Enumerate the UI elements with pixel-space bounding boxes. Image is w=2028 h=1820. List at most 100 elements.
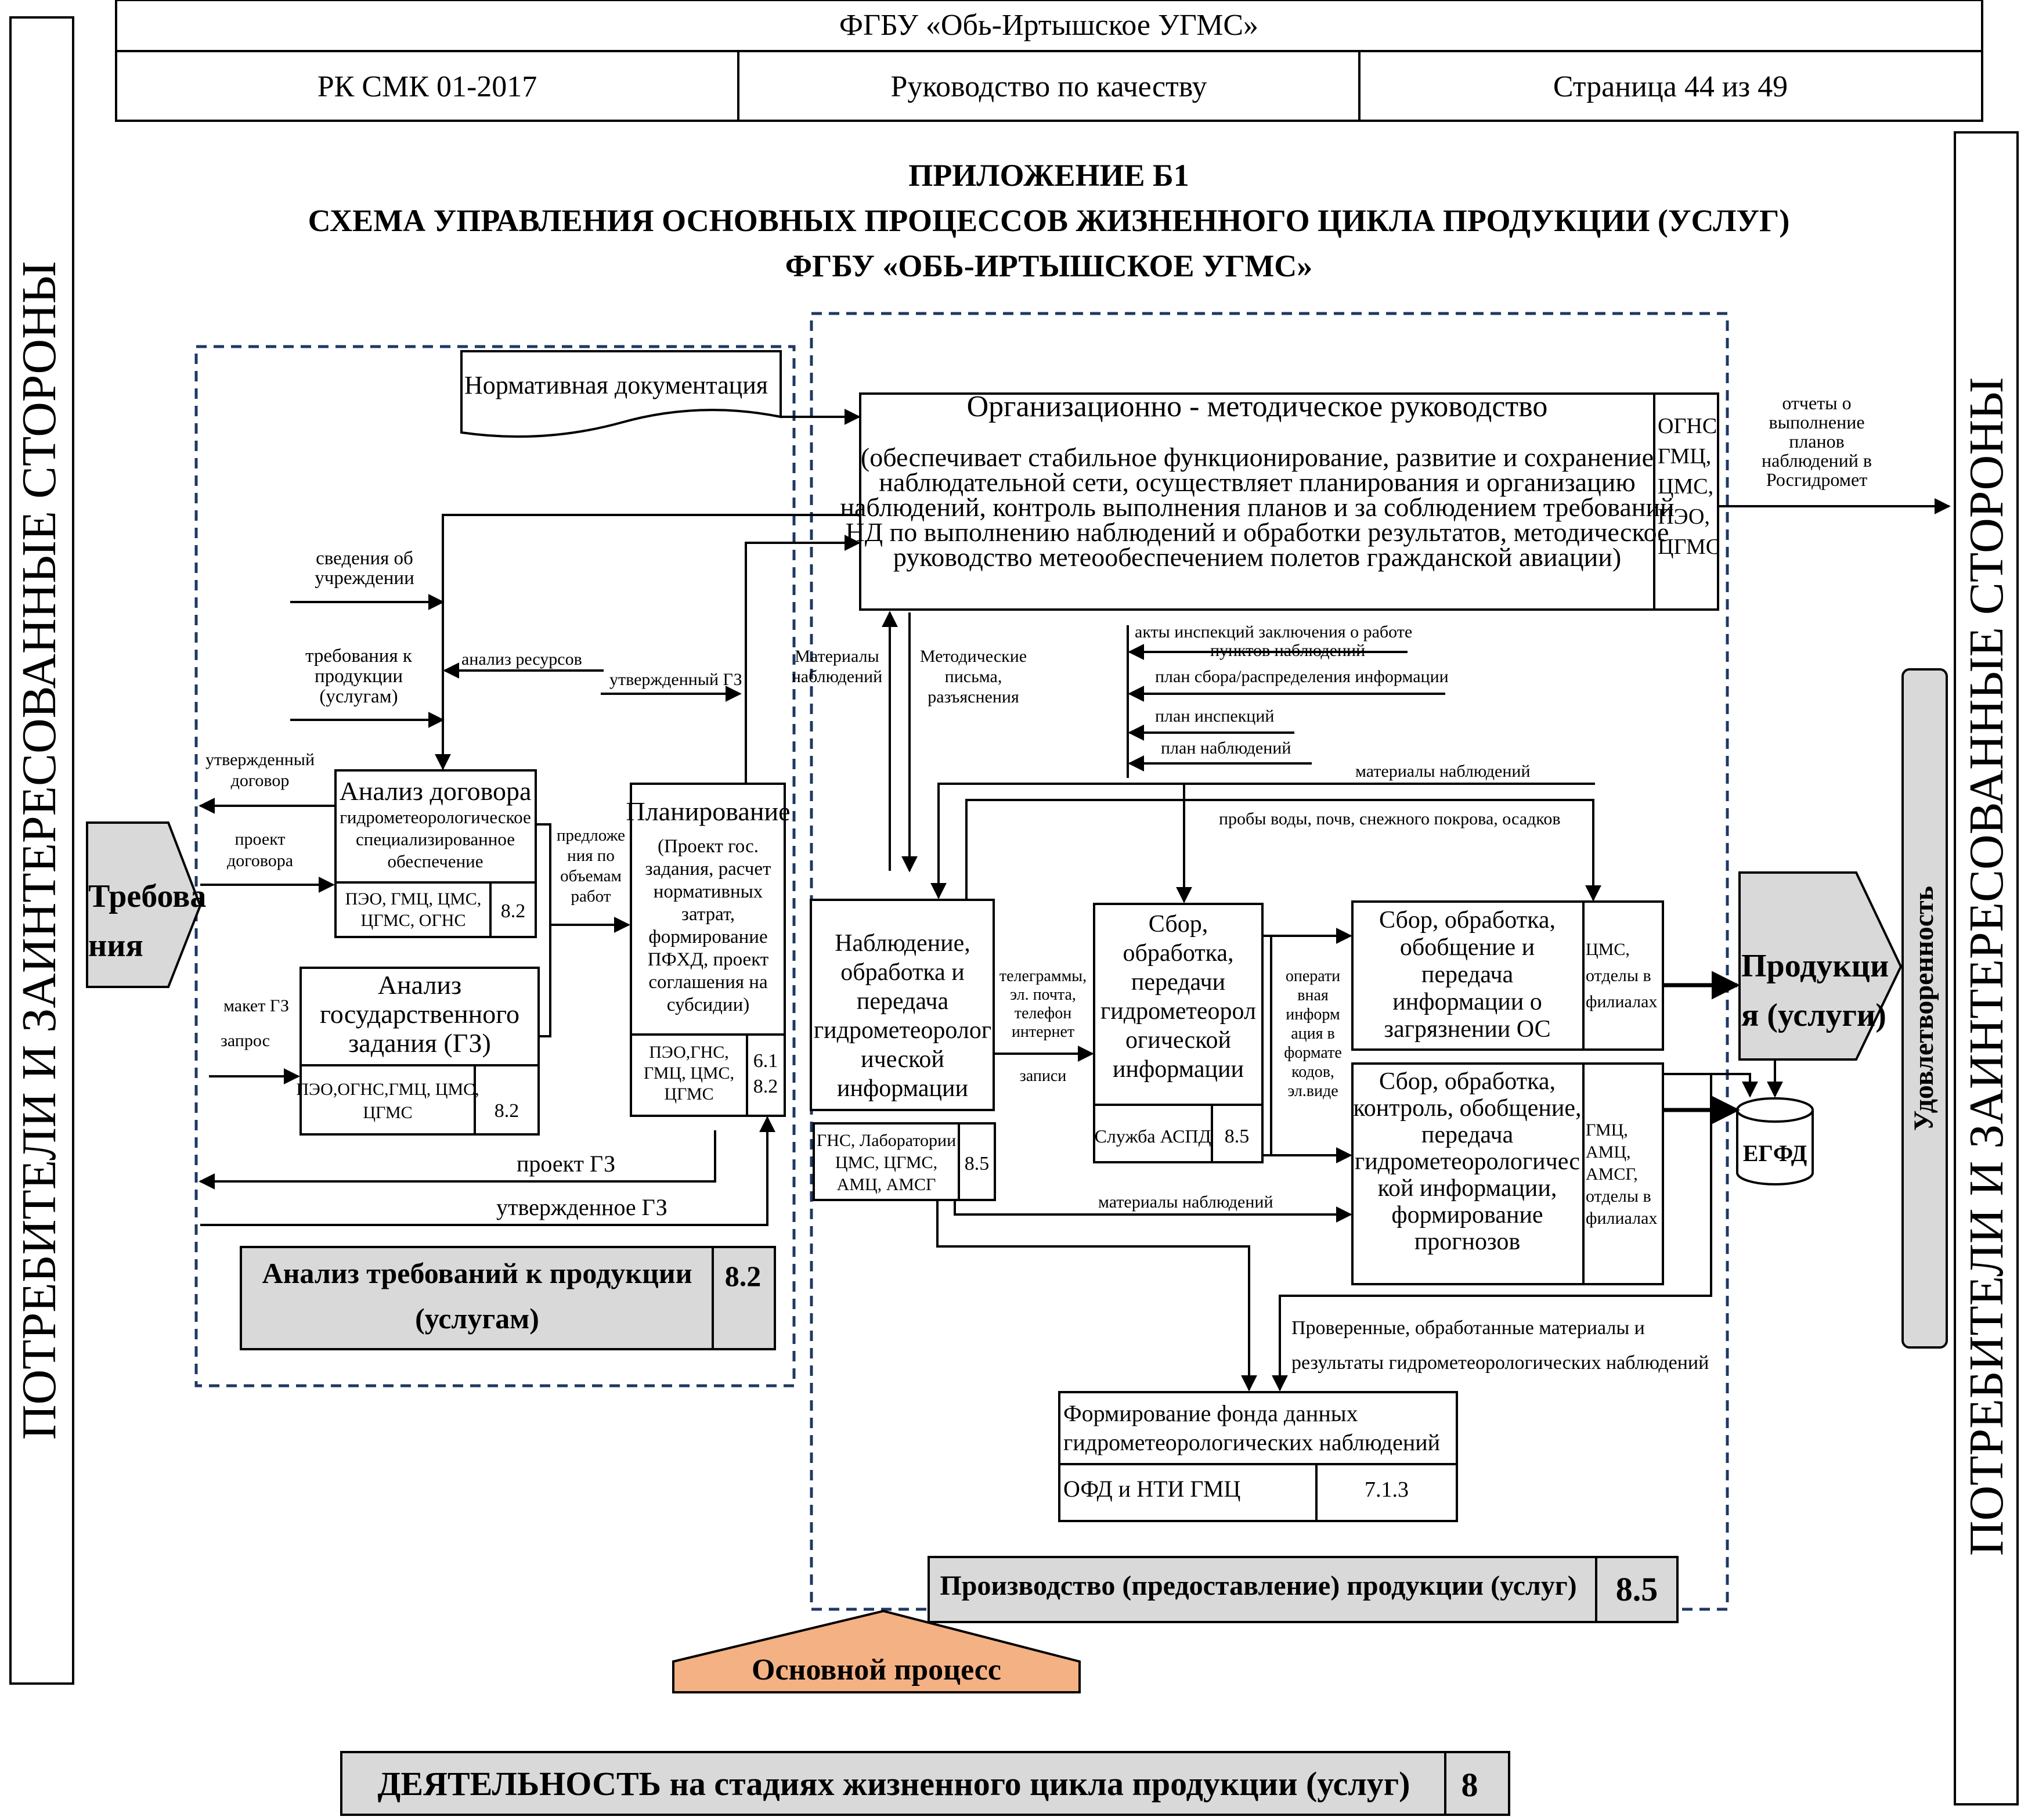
header-doc-code: РК СМК 01-2017	[317, 70, 537, 103]
observation-owner-2: ЦМС, ЦГМС,	[835, 1153, 937, 1172]
label-operative-5: формате	[1284, 1044, 1342, 1062]
reports-label-1: отчеты о	[1782, 392, 1851, 413]
org-method-owner-5: ЦГМС	[1658, 535, 1720, 559]
pollution-title-1: Сбор, обработка,	[1379, 907, 1556, 934]
planning-owner-2: ГМЦ, ЦМС,	[644, 1064, 734, 1083]
planning-desc-7: соглашения на	[648, 972, 768, 993]
data-fund-box: Формирование фонда данных гидрометеороло…	[1058, 1391, 1458, 1522]
gz-title-1: Анализ	[378, 970, 461, 1000]
data-fund-owner: ОФД и НТИ ГМЦ	[1063, 1476, 1240, 1502]
label-operative-1: операти	[1286, 967, 1340, 985]
label-method-letters-3: разъяснения	[928, 687, 1019, 707]
label-method-letters-1: Методические	[920, 647, 1027, 666]
collection-box: Сбор, обработка, передачи гидрометеорол …	[1093, 903, 1264, 1163]
analysis-section-label: Анализ требований к продукции (услугам) …	[240, 1246, 776, 1350]
label-obs-materials-2: наблюдений	[792, 667, 883, 686]
planning-owner-3: ЦГМС	[664, 1084, 713, 1104]
title-line1: ПРИЛОЖЕНИЕ Б1	[908, 158, 1189, 193]
analysis-num: 8.2	[725, 1260, 762, 1292]
normative-doc-label: Нормативная документация	[464, 371, 768, 399]
planning-desc-8: субсидии)	[667, 994, 749, 1015]
label-obs-plan: план наблюдений	[1161, 738, 1291, 758]
planning-num-2: 8.2	[753, 1076, 778, 1097]
forecast-title-7: прогнозов	[1414, 1228, 1520, 1255]
label-org-info-1: сведения об	[316, 548, 413, 569]
requirements-label-2: ния	[88, 928, 143, 964]
label-acts-2: пунктов наблюдений	[1210, 641, 1365, 660]
normative-doc-shape	[460, 350, 782, 438]
planning-desc-5: формирование	[648, 927, 767, 947]
production-num: 8.5	[1616, 1570, 1658, 1608]
left-stakeholders-label: ПОТРЕБИТЕЛИ И ЗАИНТЕРЕСОВАННЫЕ СТОРОНЫ	[12, 261, 66, 1440]
org-method-desc-5: руководство метеообеспечением полетов гр…	[893, 542, 1621, 572]
gz-num: 8.2	[495, 1100, 519, 1122]
forecast-title-5: кой информации,	[1378, 1175, 1557, 1202]
label-dist-plan: план сбора/распределения информации	[1155, 667, 1449, 686]
label-approved-gz: утвержденное ГЗ	[496, 1194, 667, 1220]
connectors	[199, 409, 1783, 1392]
collection-title-4: гидрометеорол	[1100, 998, 1256, 1025]
forecast-owner-4: отделы в	[1586, 1187, 1651, 1206]
planning-desc-6: ПФХД, проект	[648, 949, 768, 970]
planning-desc-1: (Проект гос.	[658, 836, 759, 857]
collection-title-1: Сбор,	[1149, 911, 1208, 938]
org-method-owner-2: ГМЦ,	[1658, 444, 1711, 468]
title-line2: СХЕМА УПРАВЛЕНИЯ ОСНОВНЫХ ПРОЦЕССОВ ЖИЗН…	[308, 203, 1790, 238]
pollution-owner-1: ЦМС,	[1586, 940, 1630, 959]
header-doc-title: Руководство по качеству	[890, 70, 1207, 103]
requirements-label-1: Требова	[88, 878, 206, 914]
label-draft-contract-2: договора	[227, 851, 293, 870]
gz-title-3: задания (ГЗ)	[348, 1028, 491, 1058]
label-operative-4: ация в	[1291, 1025, 1335, 1043]
pollution-title-3: передача	[1421, 961, 1514, 988]
connector-labels: сведения об учреждении требования к прод…	[205, 548, 1709, 1374]
collection-title-3: передачи	[1131, 969, 1225, 996]
label-samples: пробы воды, почв, снежного покрова, осад…	[1219, 809, 1561, 828]
collection-title-5: огической	[1125, 1027, 1231, 1054]
contract-desc-3: обеспечение	[387, 851, 483, 871]
collection-title-6: информации	[1113, 1056, 1244, 1083]
analysis-title-1: Анализ требований к продукции	[262, 1257, 692, 1289]
observation-owner-1: ГНС, Лаборатории	[817, 1131, 956, 1150]
pollution-title-4: информации о	[1392, 989, 1542, 1015]
title-line3: ФГБУ «ОБЬ-ИРТЫШСКОЕ УГМС»	[785, 248, 1313, 283]
reports-label-2: выполнение	[1769, 412, 1864, 433]
forecast-owner-2: АМЦ,	[1586, 1143, 1631, 1162]
org-method-owner-4: ПЭО,	[1658, 504, 1710, 529]
observation-title-5: ической	[861, 1046, 944, 1073]
collection-owner: Служба АСПД	[1095, 1126, 1211, 1147]
activity-section-label: ДЕЯТЕЛЬНОСТЬ на стадиях жизненного цикла…	[340, 1751, 1510, 1816]
contract-num: 8.2	[501, 900, 526, 922]
pollution-box: Сбор, обработка, обобщение и передача ин…	[1351, 900, 1664, 1051]
label-proposals-4: работ	[571, 887, 611, 906]
contract-analysis-box: Анализ договора гидрометеорологическое с…	[334, 769, 537, 938]
label-telegrams-4: интернет	[1012, 1023, 1074, 1041]
contract-title: Анализ договора	[340, 776, 532, 806]
gz-owner-1: ПЭО,ОГНС,ГМЦ, ЦМС,	[296, 1080, 479, 1099]
observation-title-6: информации	[837, 1075, 968, 1102]
label-operative-2: вная	[1297, 986, 1329, 1004]
egfd-database-icon: ЕГФД	[1736, 1097, 1814, 1185]
observation-owner-3: АМЦ, АМСГ	[837, 1175, 936, 1194]
right-stakeholders-label: ПОТРЕБИТЕЛИ И ЗАИНТЕРЕСОВАННЫЕ СТОРОНЫ	[1960, 377, 2013, 1556]
pollution-title-5: загрязнении ОС	[1384, 1016, 1550, 1043]
label-materials-top: материалы наблюдений	[1355, 762, 1531, 781]
page-title: ПРИЛОЖЕНИЕ Б1 СХЕМА УПРАВЛЕНИЯ ОСНОВНЫХ …	[308, 158, 1790, 283]
products-label-2: я (услуги)	[1741, 997, 1886, 1033]
data-fund-title-1: Формирование фонда данных	[1063, 1400, 1358, 1426]
org-method-title: Организационно - методическое руководств…	[967, 390, 1548, 423]
label-product-req-2: продукции	[315, 666, 403, 687]
products-label-1: Продукци	[1741, 948, 1889, 984]
planning-owner-1: ПЭО,ГНС,	[649, 1043, 729, 1062]
production-title: Производство (предоставление) продукции …	[940, 1570, 1576, 1601]
satisfaction-label: Удовлетворенность	[1908, 886, 1939, 1131]
label-proposals-1: предложе	[557, 826, 625, 845]
production-section-label: Производство (предоставление) продукции …	[928, 1556, 1679, 1623]
label-org-info-2: учреждении	[315, 568, 414, 589]
header-page: Страница 44 из 49	[1553, 70, 1788, 103]
label-product-req-3: (услугам)	[319, 686, 398, 707]
main-process-badge: Основной процесс	[672, 1609, 1081, 1693]
label-operative-3: информ	[1286, 1005, 1340, 1023]
forecast-owner-5: филиалах	[1586, 1209, 1657, 1228]
